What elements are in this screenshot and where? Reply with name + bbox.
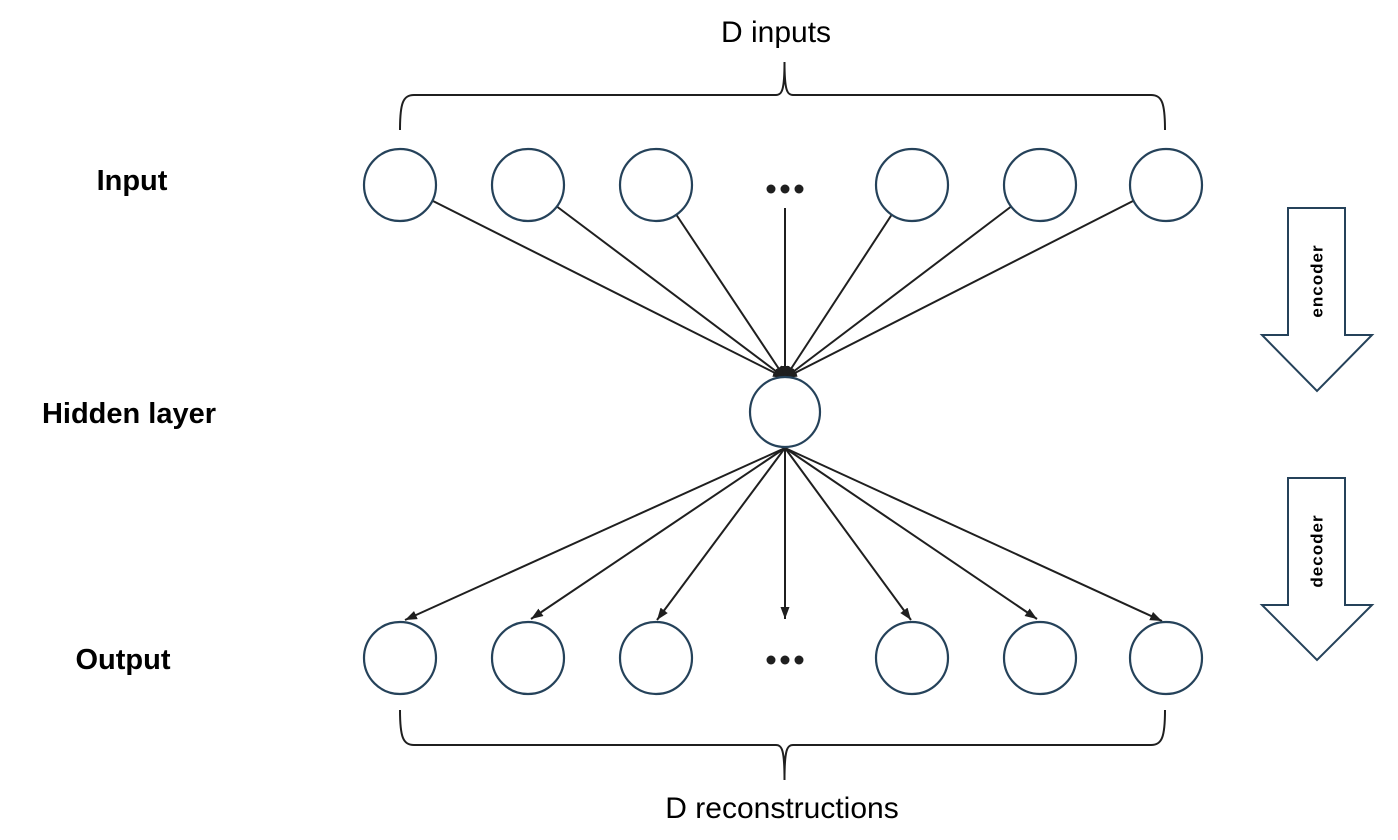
bottom-brace (399, 709, 1166, 781)
output-node (362, 620, 438, 696)
output-node (1128, 620, 1204, 696)
decoder-connectors (404, 447, 1163, 622)
output-node (874, 620, 950, 696)
output-ellipsis-dot (766, 655, 776, 665)
output-layer-label: Output (75, 644, 170, 676)
input-connector (556, 206, 786, 379)
hidden-layer-label: Hidden layer (42, 398, 216, 430)
top-brace-label: D inputs (721, 16, 831, 49)
decoder-arrow (1259, 477, 1375, 662)
input-node (490, 147, 566, 223)
input-connector (784, 200, 1134, 379)
input-ellipsis-dot (794, 184, 804, 194)
input-ellipsis-dot (766, 184, 776, 194)
output-connector (656, 447, 786, 621)
input-ellipsis (766, 184, 804, 194)
input-connector (784, 206, 1012, 379)
output-layer (362, 620, 1204, 696)
input-node (1128, 147, 1204, 223)
encoder-connectors (432, 200, 1134, 379)
input-node (618, 147, 694, 223)
input-connector (432, 200, 786, 379)
output-connector (784, 447, 1038, 620)
output-node (490, 620, 566, 696)
input-node (874, 147, 950, 223)
hidden-node (748, 375, 822, 449)
output-connector (404, 447, 786, 621)
input-layer-label: Input (97, 165, 168, 197)
encoder-arrow-label: encoder (1308, 244, 1327, 317)
encoder-arrow (1259, 207, 1375, 393)
output-node (618, 620, 694, 696)
input-ellipsis-dot (780, 184, 790, 194)
output-ellipsis (766, 655, 804, 665)
output-ellipsis-dot (780, 655, 790, 665)
top-brace (399, 61, 1166, 131)
bottom-brace-label: D reconstructions (665, 792, 898, 825)
input-node (1002, 147, 1078, 223)
output-node (1002, 620, 1078, 696)
input-connector (675, 214, 786, 379)
input-layer (362, 147, 1204, 223)
decoder-arrow-label: decoder (1308, 514, 1327, 587)
output-connector (784, 447, 1163, 622)
output-connector (530, 447, 786, 620)
output-ellipsis-dot (794, 655, 804, 665)
input-node (362, 147, 438, 223)
output-connector (784, 447, 912, 621)
input-connector (784, 214, 893, 379)
